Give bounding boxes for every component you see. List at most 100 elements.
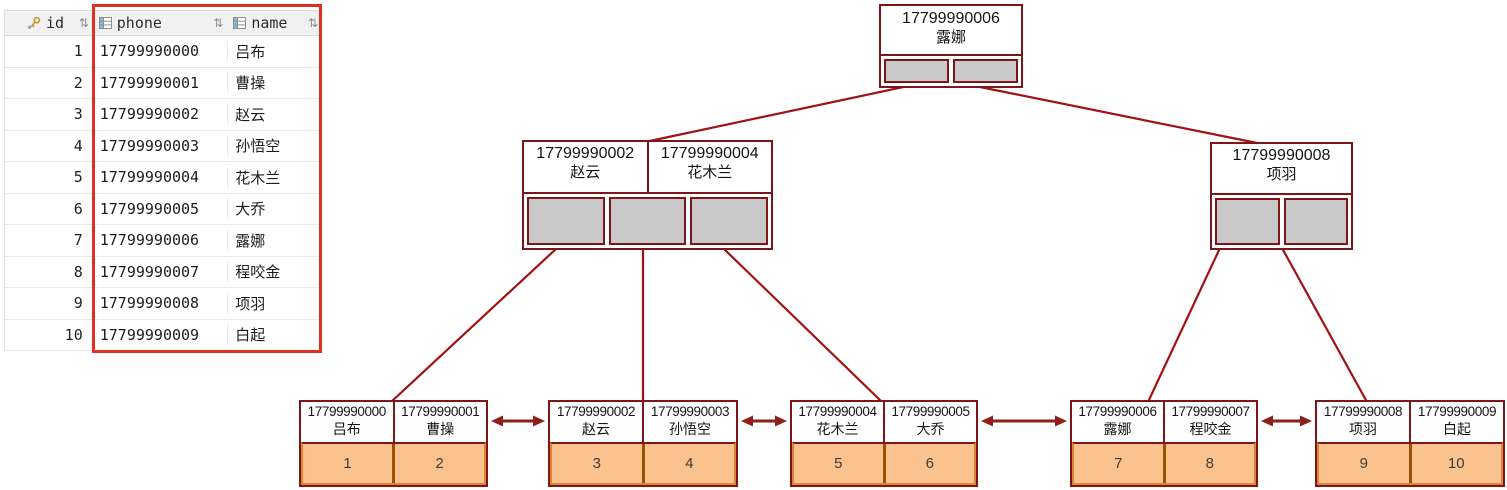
key-cell: 17799990006 露娜 <box>881 6 1021 54</box>
cell-phone[interactable]: 17799990008 <box>99 294 200 313</box>
leaf-keys: 17799990002 赵云 17799990003 孙悟空 <box>550 402 736 442</box>
leaf-row-ids: 3 4 <box>550 442 736 485</box>
cell-id[interactable]: 9 <box>73 294 83 313</box>
key-name: 花木兰 <box>687 164 733 181</box>
key-phone: 17799990008 <box>1232 147 1331 164</box>
primary-key-icon <box>28 16 41 29</box>
column-icon <box>98 17 112 29</box>
key-phone: 17799990006 <box>1078 404 1157 419</box>
key-cell: 17799990004 花木兰 <box>792 402 885 442</box>
leaf-row-ids: 9 10 <box>1317 442 1503 485</box>
row-id-cell: 6 <box>885 444 974 483</box>
cell-id[interactable]: 3 <box>73 105 83 124</box>
column-header-phone[interactable]: phone ⇅ <box>93 11 228 35</box>
pointer-cell <box>690 197 769 245</box>
key-name: 项羽 <box>1349 420 1377 437</box>
cell-phone[interactable]: 17799990003 <box>99 136 200 155</box>
key-name: 吕布 <box>332 420 361 437</box>
cell-name[interactable]: 孙悟空 <box>227 135 322 157</box>
cell-id[interactable]: 2 <box>73 73 83 92</box>
cell-phone[interactable]: 17799990009 <box>99 325 200 344</box>
database-result-grid: id ⇅ phone ⇅ nam <box>4 10 322 351</box>
edge-internal-right-to-leaf-4 <box>1147 247 1221 403</box>
sort-icon[interactable]: ⇅ <box>307 16 318 30</box>
grid-header-row: id ⇅ phone ⇅ nam <box>5 10 322 36</box>
internal-left-pointers <box>524 192 771 248</box>
cell-name[interactable]: 项羽 <box>227 292 322 314</box>
cell-name[interactable]: 曹操 <box>227 72 322 94</box>
row-id-cell: 5 <box>794 444 886 483</box>
cell-phone[interactable]: 17799990000 <box>99 42 200 61</box>
root-pointers <box>881 54 1021 86</box>
column-header-id[interactable]: id ⇅ <box>5 11 93 35</box>
pointer-cell <box>884 59 949 83</box>
cell-phone[interactable]: 17799990002 <box>99 105 200 124</box>
cell-id[interactable]: 6 <box>73 199 83 218</box>
cell-name[interactable]: 白起 <box>227 324 322 346</box>
cell-name[interactable]: 程咬金 <box>227 261 322 283</box>
key-cell: 17799990009 白起 <box>1411 402 1503 442</box>
cell-name[interactable]: 大乔 <box>227 198 322 220</box>
leaf-row-ids: 7 8 <box>1072 442 1256 485</box>
leaf-row-ids: 1 2 <box>301 442 486 485</box>
leaf-link-arrow-1-2 <box>491 415 545 427</box>
key-cell: 17799990002 赵云 <box>524 142 649 192</box>
edge-internal-left-to-leaf-3 <box>722 247 883 403</box>
cell-phone[interactable]: 17799990007 <box>99 262 200 281</box>
internal-left-keys: 17799990002 赵云 17799990004 花木兰 <box>524 142 771 192</box>
key-phone: 17799990002 <box>556 404 636 419</box>
leaf-link-arrow-4-5 <box>1261 415 1312 427</box>
cell-phone[interactable]: 17799990001 <box>99 73 200 92</box>
leaf-keys: 17799990004 花木兰 17799990005 大乔 <box>792 402 976 442</box>
cell-phone[interactable]: 17799990006 <box>99 231 200 250</box>
key-name: 露娜 <box>935 29 966 46</box>
cell-id[interactable]: 10 <box>64 325 83 344</box>
cell-name[interactable]: 花木兰 <box>227 166 322 188</box>
cell-id[interactable]: 4 <box>73 136 83 155</box>
cell-id[interactable]: 8 <box>73 262 83 281</box>
leaf-row-ids: 5 6 <box>792 442 976 485</box>
cell-id[interactable]: 7 <box>73 231 83 250</box>
key-name: 赵云 <box>582 420 610 437</box>
bplus-leaf-node-4: 17799990006 露娜 17799990007 程咬金 7 8 <box>1070 400 1258 487</box>
table-row: 8 17799990007 程咬金 <box>5 256 322 288</box>
leaf-keys: 17799990006 露娜 17799990007 程咬金 <box>1072 402 1256 442</box>
edge-internal-left-to-leaf-1 <box>390 247 558 403</box>
cell-id[interactable]: 5 <box>73 168 83 187</box>
column-header-name[interactable]: name ⇅ <box>227 11 322 35</box>
sort-icon[interactable]: ⇅ <box>213 16 224 30</box>
row-id-cell: 3 <box>552 444 645 483</box>
cell-id[interactable]: 1 <box>73 42 83 61</box>
key-phone: 17799990003 <box>650 404 730 419</box>
cell-name[interactable]: 赵云 <box>227 103 322 125</box>
cell-name[interactable]: 露娜 <box>227 229 322 251</box>
key-cell: 17799990000 吕布 <box>301 402 395 442</box>
key-cell: 17799990003 孙悟空 <box>644 402 736 442</box>
table-row: 5 17799990004 花木兰 <box>5 162 322 194</box>
table-row: 7 17799990006 露娜 <box>5 225 322 257</box>
internal-right-keys: 17799990008 项羽 <box>1212 144 1351 193</box>
key-name: 曹操 <box>426 420 455 437</box>
bplus-leaf-node-3: 17799990004 花木兰 17799990005 大乔 5 6 <box>790 400 978 487</box>
key-cell: 17799990007 程咬金 <box>1165 402 1256 442</box>
key-phone: 17799990004 <box>660 145 759 162</box>
edge-root-to-internal-left <box>644 84 909 144</box>
key-name: 赵云 <box>570 164 601 181</box>
table-row: 3 17799990002 赵云 <box>5 99 322 131</box>
cell-phone[interactable]: 17799990005 <box>99 199 200 218</box>
key-name: 大乔 <box>916 420 945 437</box>
key-phone: 17799990008 <box>1323 404 1403 419</box>
cell-name[interactable]: 吕布 <box>227 40 322 62</box>
key-cell: 17799990008 项羽 <box>1317 402 1411 442</box>
bplus-leaf-node-2: 17799990002 赵云 17799990003 孙悟空 3 4 <box>548 400 738 487</box>
key-cell: 17799990006 露娜 <box>1072 402 1165 442</box>
column-label-phone: phone <box>116 14 162 32</box>
column-label-name: name <box>251 14 288 32</box>
cell-phone[interactable]: 17799990004 <box>99 168 200 187</box>
leaf-keys: 17799990008 项羽 17799990009 白起 <box>1317 402 1503 442</box>
row-id-cell: 2 <box>395 444 484 483</box>
row-id-cell: 4 <box>644 444 734 483</box>
table-row: 9 17799990008 项羽 <box>5 288 322 320</box>
key-cell: 17799990002 赵云 <box>550 402 644 442</box>
sort-icon[interactable]: ⇅ <box>78 16 89 30</box>
